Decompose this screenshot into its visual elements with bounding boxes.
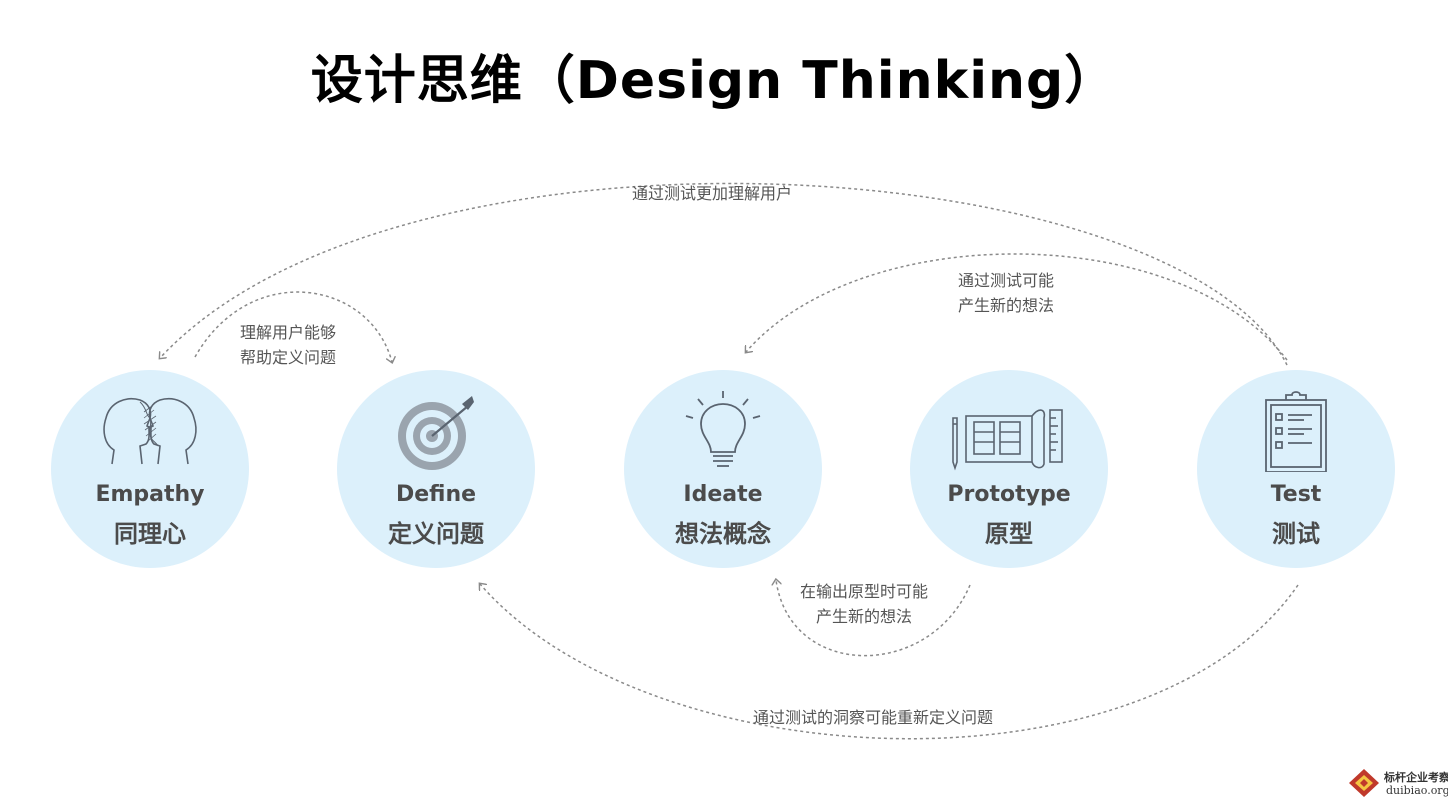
target-arrow-icon: [398, 396, 474, 470]
stage-define-en: Define: [395, 482, 477, 507]
watermark-line1: 标杆企业考察: [1384, 771, 1448, 784]
arrow-test-to-define: [480, 584, 1299, 740]
lightbulb-icon: [685, 391, 761, 467]
stage-test-zh: 测试: [1272, 520, 1320, 548]
note-bottom: 通过测试的洞察可能重新定义问题: [753, 708, 994, 727]
stage-ideate: Ideate 想法概念: [624, 370, 822, 568]
diamond-logo-icon: [1349, 769, 1379, 797]
note-prototype-ideate: 在输出原型时可能 产生新的想法: [800, 582, 929, 626]
stage-define: Define 定义问题: [337, 370, 535, 568]
clipboard-checklist-icon: [1265, 391, 1327, 472]
stage-define-zh: 定义问题: [388, 520, 484, 548]
blueprint-ruler-icon: [952, 409, 1063, 471]
note-empathy-define: 理解用户能够 帮助定义问题: [240, 323, 337, 367]
stage-test: Test 测试: [1197, 370, 1395, 568]
note-test-to-ideate: 通过测试可能 产生新的想法: [958, 271, 1055, 315]
stage-ideate-en: Ideate: [683, 482, 763, 507]
page-title: 设计思维（Design Thinking）: [310, 51, 1118, 111]
stage-empathy-en: Empathy: [95, 482, 205, 507]
stage-prototype-en: Prototype: [947, 482, 1071, 507]
stage-prototype-zh: 原型: [985, 520, 1033, 548]
stage-test-en: Test: [1270, 482, 1322, 507]
stage-empathy: Empathy 同理心: [51, 370, 249, 568]
arrow-prototype-to-ideate: [776, 580, 971, 657]
stage-prototype: Prototype 原型: [910, 370, 1108, 568]
watermark-line2: duibiao.org: [1386, 784, 1448, 797]
arrow-empathy-to-define: [194, 291, 392, 362]
watermark: 标杆企业考察 duibiao.org: [1348, 768, 1448, 798]
two-heads-icon: [103, 398, 197, 465]
stage-empathy-zh: 同理心: [114, 520, 186, 548]
stage-ideate-zh: 想法概念: [675, 520, 771, 548]
note-top-outer: 通过测试更加理解用户: [632, 184, 793, 203]
